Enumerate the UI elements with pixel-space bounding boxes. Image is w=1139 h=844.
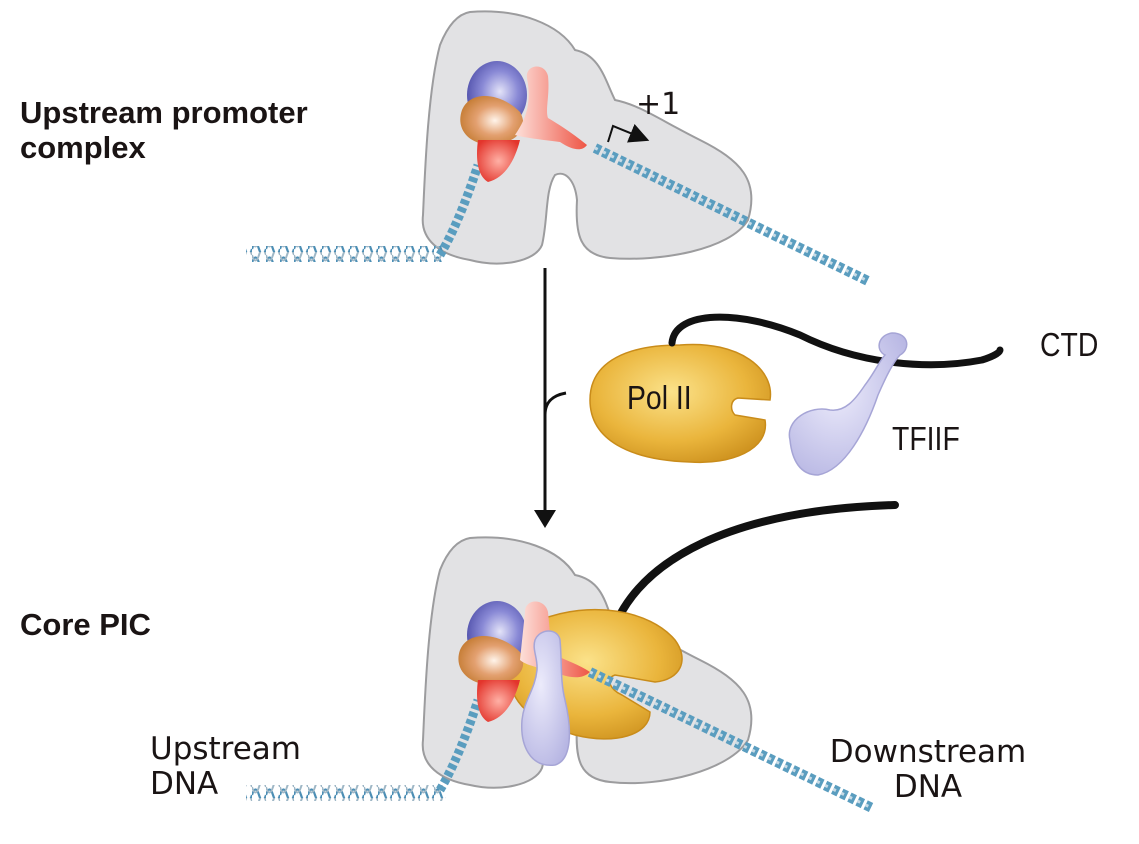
stage-label-line1: Upstream promoter <box>20 95 308 130</box>
downstream-dna-label-line1: Downstream <box>829 734 1027 770</box>
upstream-dna-label-line2: DNA <box>150 765 219 802</box>
tfiia-red-lower-bottom <box>477 680 520 722</box>
downstream-dna-label-line2: DNA <box>893 768 963 805</box>
tfiif-label: TFIIF <box>892 420 960 457</box>
tfiia-red-lower <box>477 140 520 182</box>
stage-label-upstream-promoter-complex: Upstream promoter complex <box>20 95 308 165</box>
core-pic-complex <box>246 536 875 813</box>
ctd-label: CTD <box>1040 326 1099 363</box>
downstream-dna-helix-bottom <box>587 667 875 813</box>
dna-bend <box>436 163 483 258</box>
tfiif-body <box>788 332 908 476</box>
assembly-arrow <box>534 268 567 528</box>
pol2-body <box>589 343 772 464</box>
tfiia-red-upper <box>515 66 587 150</box>
pol2-free <box>589 313 1004 464</box>
arrow-head <box>534 510 556 528</box>
upstream-dna-label: Upstream DNA <box>150 732 301 801</box>
downstream-dna-label: Downstream DNA <box>820 735 1036 804</box>
stage-label-line2: complex <box>20 129 146 165</box>
dna-strand-highlight <box>594 146 871 284</box>
upstream-dna-helix-bottom <box>246 785 446 801</box>
upstream-promoter-complex <box>246 10 873 287</box>
tfiib-orange-subunit-bottom <box>458 635 524 686</box>
upstream-dna-helix <box>246 246 446 262</box>
tss-arrow <box>607 123 650 143</box>
stage-label-core-pic: Core PIC <box>20 607 151 642</box>
ctd-tail <box>668 313 1004 369</box>
tfiif-free <box>788 332 908 476</box>
tss-plus-one-label: +1 <box>636 87 681 122</box>
arrow-branch <box>543 391 567 416</box>
pol2-label: Pol II <box>627 379 692 416</box>
tfiib-orange-subunit <box>460 95 524 146</box>
dna-bend-bottom <box>436 698 483 793</box>
ctd-tail-bound <box>609 501 899 634</box>
upstream-dna-label-line1: Upstream <box>150 731 302 767</box>
tfiif-bound <box>521 630 571 766</box>
